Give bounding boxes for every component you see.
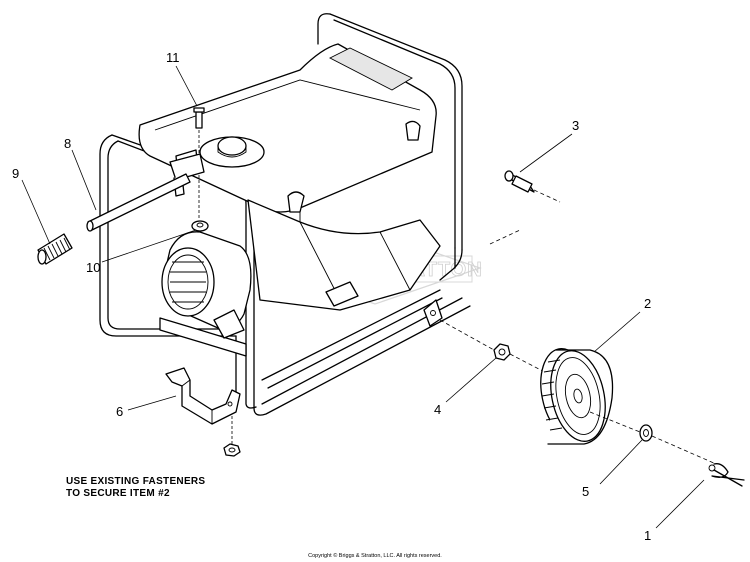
callout-1: 1: [644, 528, 651, 543]
part-4-nut: [423, 299, 511, 361]
copyright-notice: Copyright © Briggs & Stratton, LLC. All …: [308, 553, 442, 559]
callout-11: 10: [86, 260, 100, 275]
part-2-wheel: [509, 348, 641, 445]
part-3-axle-bolt: [489, 170, 561, 245]
callout-3: 3: [572, 118, 579, 133]
part-9-grip: [37, 233, 73, 265]
callout-9: 9: [12, 166, 19, 181]
fuel-tank: [138, 43, 437, 224]
part-11-nut: [191, 220, 209, 232]
callout-10: 11: [166, 50, 180, 65]
part-10-bolt: [169, 107, 205, 220]
note-line-2: TO SECURE ITEM #2: [66, 488, 170, 499]
callout-5: 5: [582, 484, 589, 499]
part-8-handle-rod: [86, 173, 191, 232]
callout-4: 4: [434, 402, 441, 417]
callout-6: 6: [116, 404, 123, 419]
assembly-note: USE EXISTING FASTENERS TO SECURE ITEM #2: [66, 476, 205, 500]
part-1-hairpin-clip: [708, 463, 745, 487]
callout-numbers: 11 8 9 10 3 2 4 6 5 1: [12, 50, 651, 543]
part-5-washer: [639, 424, 717, 465]
generator-frame: [99, 13, 471, 416]
callout-2: 2: [644, 296, 651, 311]
part-6-bracket: [165, 367, 241, 457]
alternator-housing: [159, 199, 441, 357]
note-line-1: USE EXISTING FASTENERS: [66, 476, 206, 487]
callout-leaders: [21, 65, 705, 529]
callout-8: 8: [64, 136, 71, 151]
